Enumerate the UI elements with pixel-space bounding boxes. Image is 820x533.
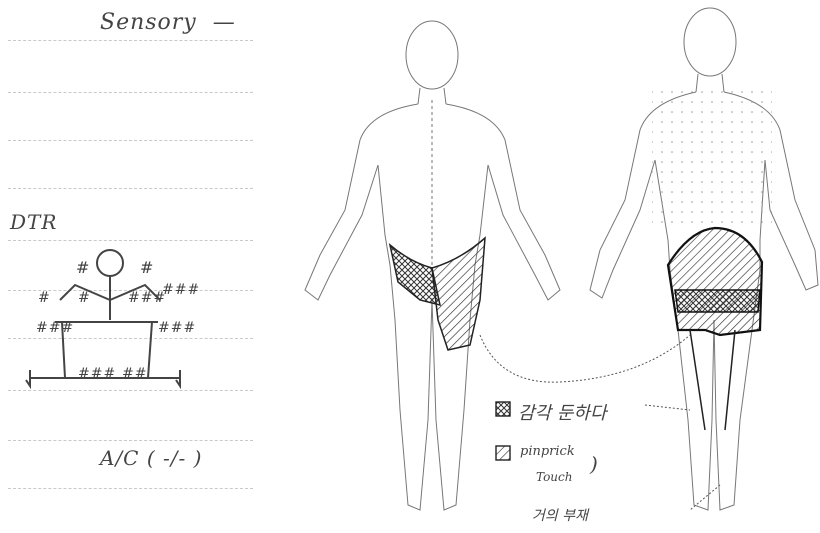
legend-item-2-line1: pinprick [520,444,575,459]
legend-box-1 [496,402,510,416]
front-body [305,21,560,510]
legend-item-1: 감각 둔하다 [518,399,607,425]
legend-item-3: 거의 부재 [532,505,588,525]
legend-item-2-line2: Touch [536,470,572,484]
legend-item-2-bracket: ) [590,452,598,476]
legend-box-2 [496,446,510,460]
back-affected-region [668,228,762,430]
front-affected-region [390,238,485,350]
